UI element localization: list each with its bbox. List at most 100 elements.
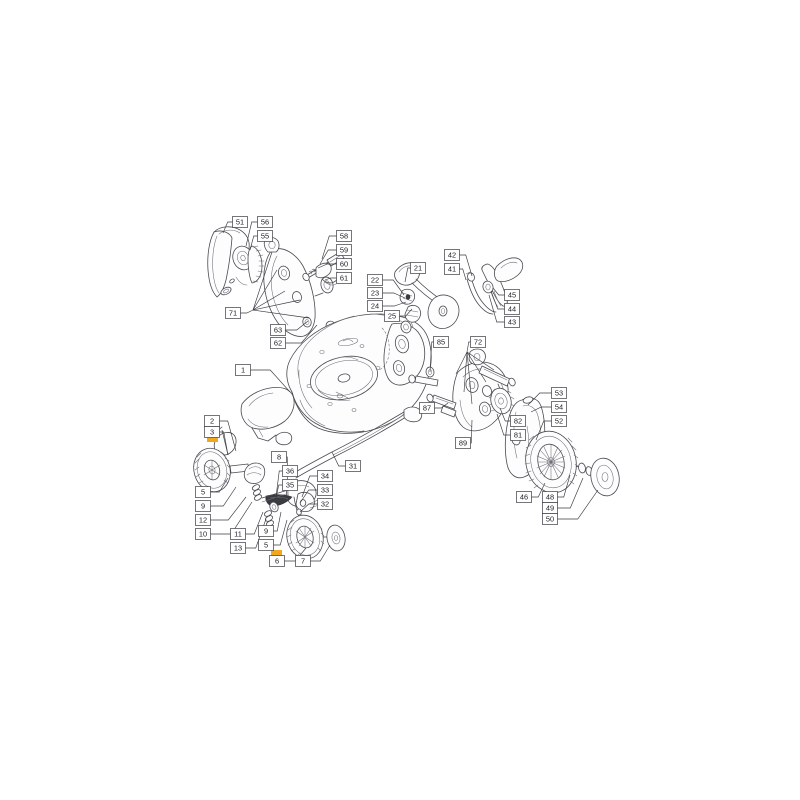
callout-number-9b: 9 — [264, 526, 268, 535]
callout-box-36[interactable] — [282, 465, 298, 477]
callout-box-43[interactable] — [504, 316, 520, 328]
callout-box-45[interactable] — [504, 289, 520, 301]
callout-leader-1 — [250, 369, 291, 393]
callout-number-25: 25 — [388, 311, 396, 320]
callout-box-12[interactable] — [195, 514, 211, 526]
callout-box-50[interactable] — [542, 513, 558, 525]
callout-box-41[interactable] — [444, 263, 460, 275]
callout-box-63[interactable] — [270, 324, 286, 336]
callout-box-42[interactable] — [444, 249, 460, 261]
callout-box-54[interactable] — [551, 401, 567, 413]
callout-box-59[interactable] — [336, 244, 352, 256]
callout-leader-36 — [275, 470, 283, 498]
callout-leader-31 — [331, 451, 346, 467]
callout-box-7[interactable] — [295, 555, 311, 567]
callout-box-10[interactable] — [195, 528, 211, 540]
callout-box-85[interactable] — [433, 336, 449, 348]
callout-number-36: 36 — [286, 466, 294, 475]
callout-number-11: 11 — [234, 529, 242, 538]
callout-box-82[interactable] — [510, 415, 526, 427]
callout-leader-85 — [429, 341, 434, 373]
callout-number-5a: 5 — [201, 487, 205, 496]
callout-box-60[interactable] — [336, 258, 352, 270]
callout-box-13[interactable] — [230, 542, 246, 554]
callout-number-59: 59 — [340, 245, 348, 254]
callout-box-34[interactable] — [317, 470, 333, 482]
callout-number-43: 43 — [508, 317, 516, 326]
mower-deck-housing-group — [240, 313, 432, 446]
callout-box-32[interactable] — [317, 498, 333, 510]
callout-box-25[interactable] — [384, 310, 400, 322]
callout-box-52[interactable] — [551, 415, 567, 427]
callout-leader-82 — [499, 407, 511, 422]
callout-number-81: 81 — [514, 430, 522, 439]
callout-box-58[interactable] — [336, 230, 352, 242]
callout-leader-22 — [382, 279, 405, 296]
callout-number-56: 56 — [261, 217, 269, 226]
callout-box-62[interactable] — [270, 337, 286, 349]
callout-leader-58 — [321, 235, 337, 260]
callout-box-5b[interactable] — [258, 539, 274, 551]
callout-number-34: 34 — [321, 471, 329, 480]
callout-number-87: 87 — [423, 403, 431, 412]
callout-box-1[interactable] — [235, 364, 251, 376]
callout-leader-54 — [530, 406, 552, 413]
callout-box-51[interactable] — [232, 216, 248, 228]
callout-box-9b[interactable] — [258, 525, 274, 537]
callout-leader-45 — [492, 287, 505, 296]
callout-box-31[interactable] — [345, 460, 361, 472]
callout-leader-3 — [219, 431, 229, 456]
callout-number-82: 82 — [514, 416, 522, 425]
callout-box-61[interactable] — [336, 272, 352, 284]
callout-box-89[interactable] — [455, 437, 471, 449]
callout-leader-56 — [245, 221, 258, 247]
callout-box-22[interactable] — [367, 274, 383, 286]
callout-number-51: 51 — [236, 217, 244, 226]
callout-leader-lines — [210, 221, 599, 562]
callout-box-6[interactable] — [269, 555, 285, 567]
callout-number-32: 32 — [321, 499, 329, 508]
callout-leader-5b — [273, 519, 288, 546]
callout-box-24[interactable] — [367, 300, 383, 312]
callout-box-71[interactable] — [225, 307, 241, 319]
callout-box-33[interactable] — [317, 484, 333, 496]
callout-leader-71 — [240, 309, 254, 314]
callout-leader-33 — [299, 489, 318, 504]
callout-box-55[interactable] — [257, 230, 273, 242]
callout-leader-42 — [459, 254, 473, 277]
callout-number-41: 41 — [448, 264, 456, 273]
callout-leader-55 — [249, 235, 258, 251]
callout-leader-53 — [527, 392, 552, 406]
callout-number-45: 45 — [508, 290, 516, 299]
callout-leader-7 — [310, 544, 331, 562]
callout-box-87[interactable] — [419, 402, 435, 414]
callout-box-53[interactable] — [551, 387, 567, 399]
callout-box-11[interactable] — [230, 528, 246, 540]
callout-number-24: 24 — [371, 301, 379, 310]
callout-box-23[interactable] — [367, 287, 383, 299]
callout-number-1: 1 — [241, 365, 245, 374]
callout-box-44[interactable] — [504, 303, 520, 315]
callout-box-8[interactable] — [271, 451, 287, 463]
callout-number-3: 3 — [210, 427, 214, 436]
callout-leader-9a — [210, 486, 237, 507]
callout-box-3[interactable] — [204, 426, 220, 438]
callout-number-61: 61 — [340, 273, 348, 282]
callout-box-56[interactable] — [257, 216, 273, 228]
callout-leader-87 — [434, 402, 449, 409]
callout-leader-43 — [488, 294, 505, 323]
callout-leader-2 — [219, 420, 237, 452]
callout-number-10: 10 — [199, 529, 207, 538]
callout-box-35[interactable] — [282, 479, 298, 491]
callout-box-5a[interactable] — [195, 486, 211, 498]
callout-box-9a[interactable] — [195, 500, 211, 512]
callout-box-46[interactable] — [516, 491, 532, 503]
callout-number-54: 54 — [555, 402, 563, 411]
callout-box-21[interactable] — [410, 262, 426, 274]
callout-number-60: 60 — [340, 259, 348, 268]
callout-number-6: 6 — [275, 556, 279, 565]
callout-box-81[interactable] — [510, 429, 526, 441]
callout-box-72[interactable] — [470, 336, 486, 348]
callout-number-58: 58 — [340, 231, 348, 240]
